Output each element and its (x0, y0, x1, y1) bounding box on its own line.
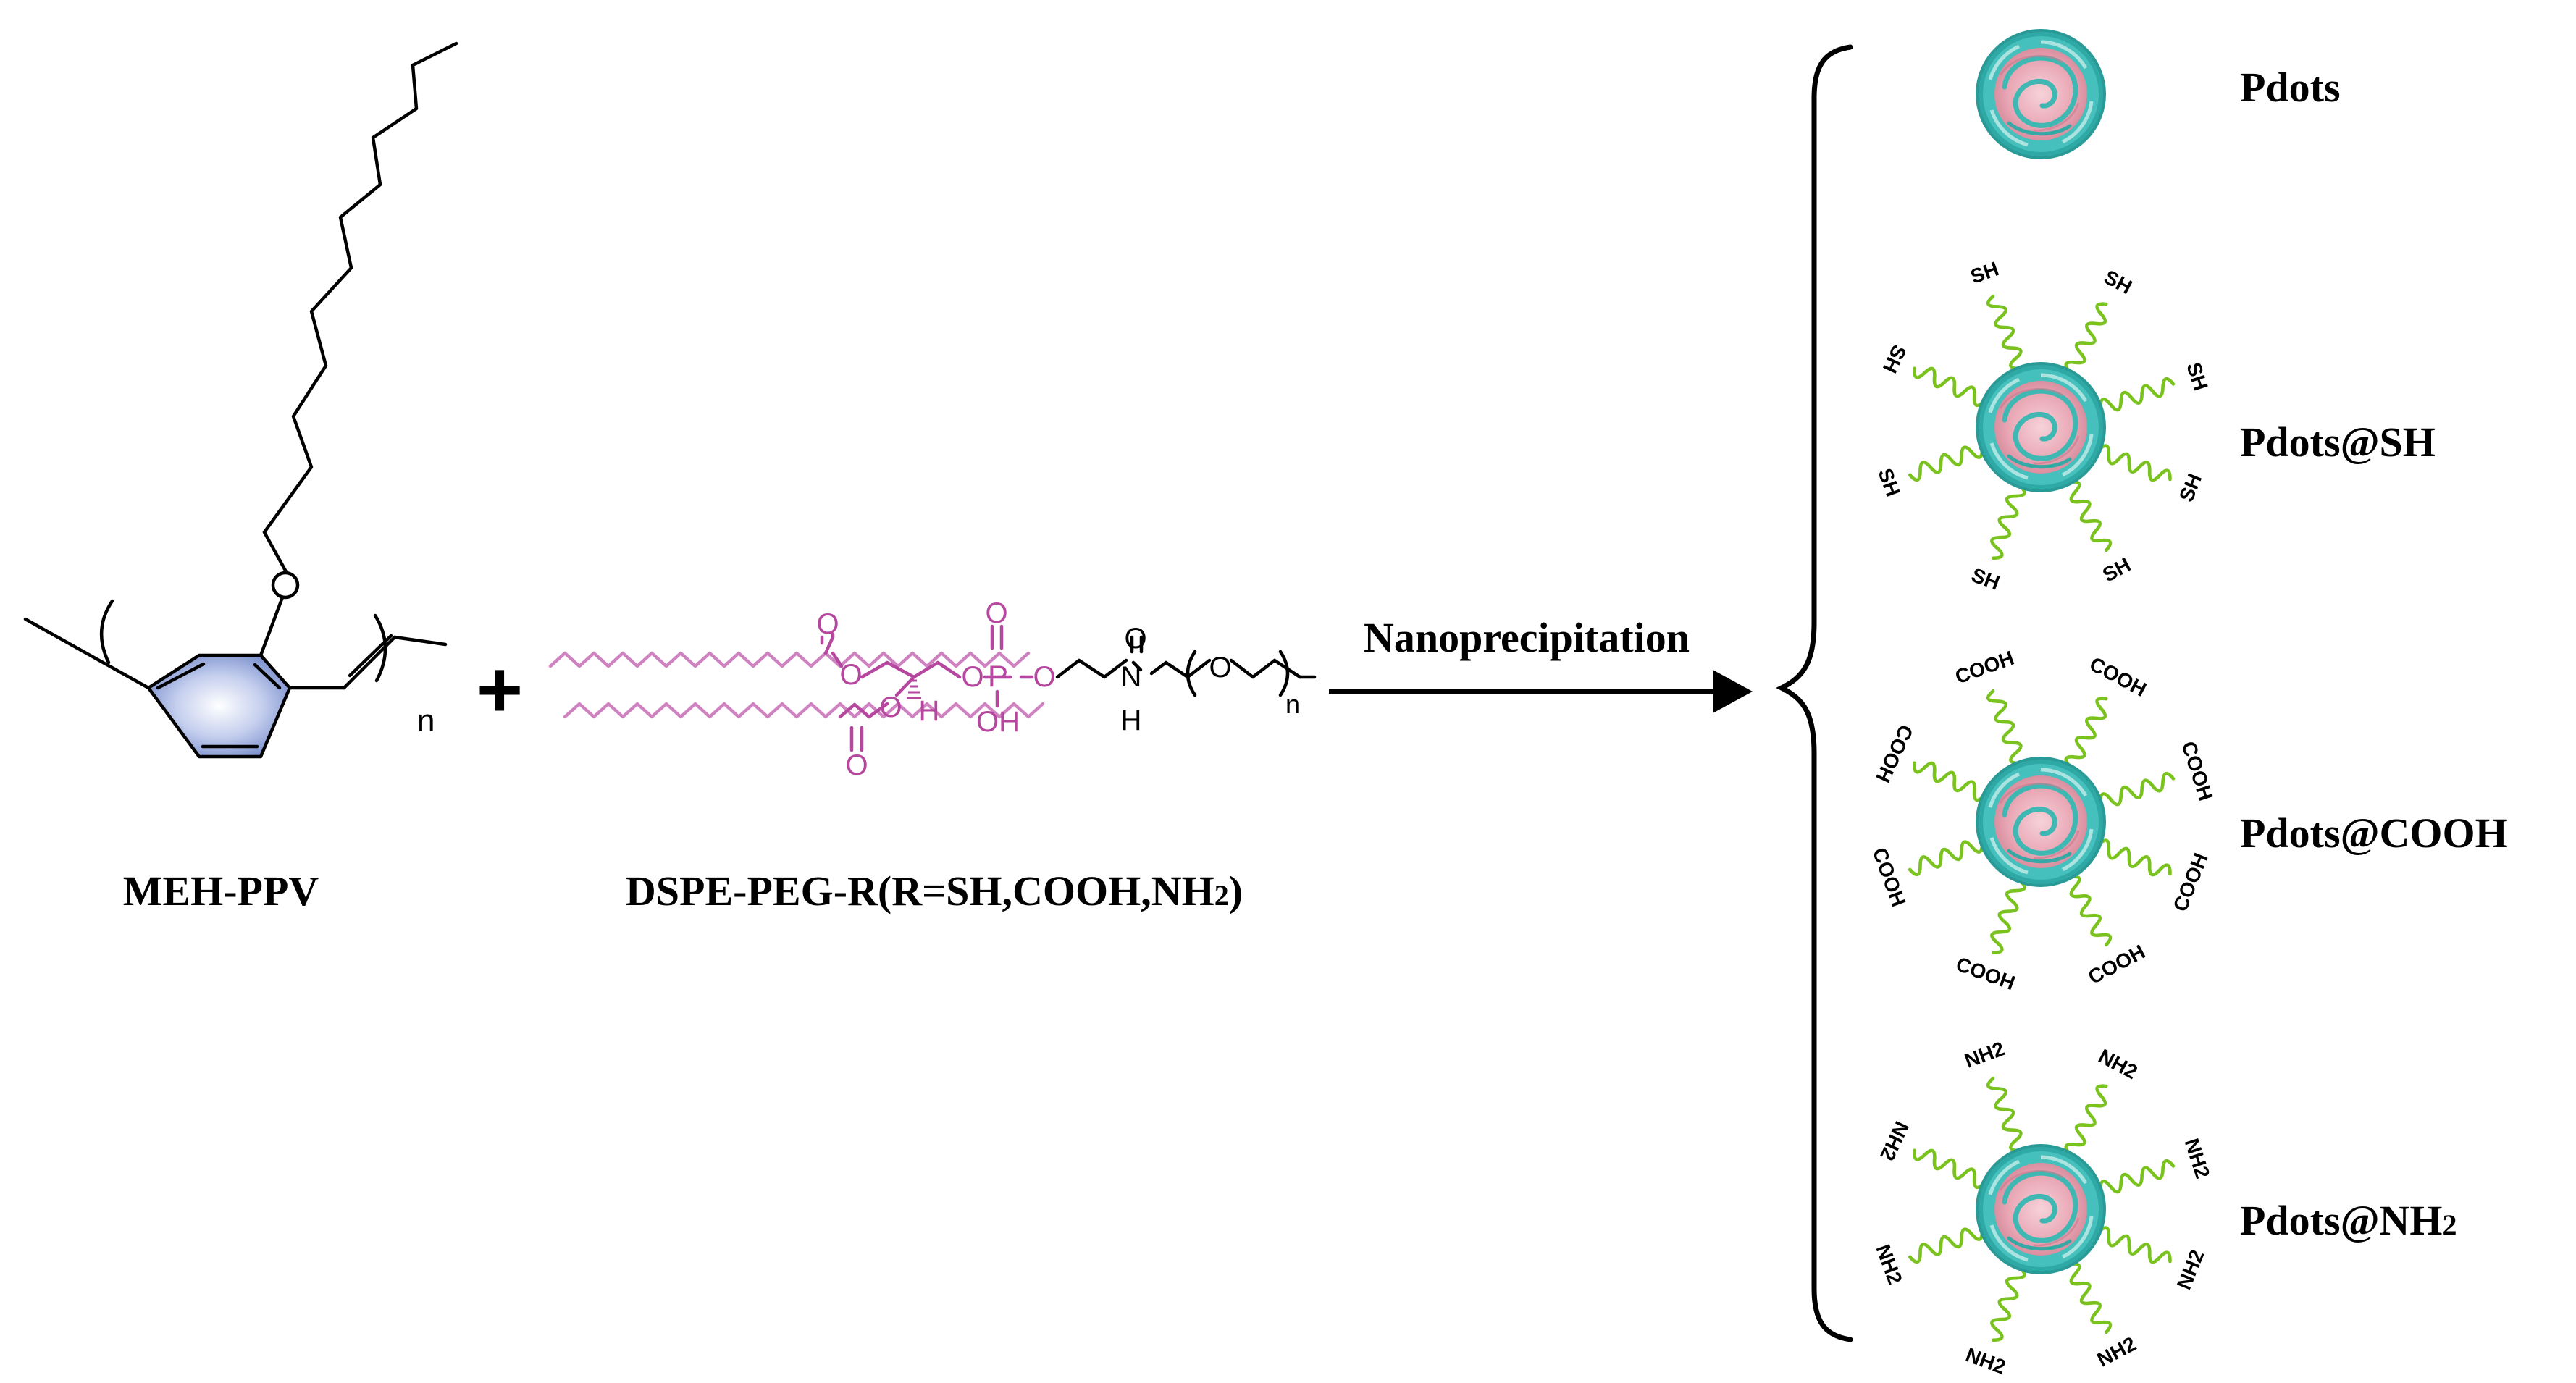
stereo-hydrogen: H (919, 695, 940, 727)
peg-ligand-chain-icon (1986, 1076, 2027, 1153)
terminal-group-label: SH (1968, 563, 2002, 594)
peg-ligand-chain-icon (1911, 1143, 1987, 1189)
pdot-cooh: COOH COOH COOH COOH COOH COOH COOH COOH (1868, 647, 2218, 995)
peg-ligand-chain-icon (1986, 294, 2027, 371)
peg-ligand-chain-icon (1908, 1224, 1985, 1264)
peg-ligand-chain-icon (2098, 377, 2176, 415)
peg-ligand-chain-icon (1911, 756, 1987, 802)
peg-ligand-chain-icon (2096, 444, 2173, 487)
peg-ligand-chain-icon (2063, 300, 2113, 376)
peg-ligand-chain-icon (1908, 836, 1985, 877)
amide-nitrogen: N (1121, 661, 1142, 693)
curly-brace-icon (1776, 44, 1853, 1342)
terminal-group-label: COOH (1868, 844, 1910, 909)
ester-oxygen-upper: O (839, 659, 862, 691)
phosphate-oxygen-left: O (961, 661, 983, 693)
benzene-ring-icon (146, 653, 292, 759)
peg-ligand-chain-icon (1908, 442, 1985, 482)
polymer-dot-icon (1977, 758, 2105, 886)
fatty-acid-chain-lower (563, 702, 1045, 719)
terminal-group-label: COOH (2084, 940, 2149, 988)
pdot-bare (1977, 30, 2105, 158)
carbonyl-oxygen-upper: O (816, 608, 839, 640)
terminal-group-label: NH2 (2173, 1247, 2209, 1293)
terminal-group-label: SH (1874, 466, 1904, 500)
peg-ligand-chain-icon (2063, 1261, 2113, 1336)
carbonyl-oxygen-lower: O (845, 749, 868, 781)
polymer-subscript-n: n (417, 703, 435, 739)
peg-ligand-chain-icon (1986, 689, 2027, 766)
amide-oxygen: O (1124, 623, 1146, 655)
fatty-acid-chain-upper (548, 651, 1031, 668)
product-label-pdots-nh2: Pdots@NH2 (2240, 1197, 2457, 1244)
peg-ligand-chain-icon (1986, 1265, 2027, 1342)
reaction-arrow-icon (1329, 670, 1753, 713)
arrow-label: Nanoprecipitation (1364, 614, 1690, 661)
peg-ligand-chain-icon (2096, 838, 2173, 881)
product-label-pdots-sh: Pdots@SH (2240, 419, 2436, 466)
terminal-group-label: COOH (1953, 953, 2018, 995)
polymer-dot-icon (1977, 30, 2105, 158)
peg-ligand-chain-icon (1911, 361, 1987, 407)
peg-ligand-chain-icon (2063, 479, 2113, 554)
product-label-pdots-cooh: Pdots@COOH (2240, 810, 2508, 857)
phosphate-hydroxyl: OH (976, 706, 1020, 738)
meh-ppv-label: MEH-PPV (123, 867, 319, 915)
peg-ligand-chain-icon (1986, 483, 2027, 560)
terminal-group-label: NH2 (2094, 1332, 2140, 1371)
terminal-group-label: SH (2175, 471, 2206, 505)
peg-repeat-n: n (1285, 689, 1300, 719)
terminal-group-label: COOH (2169, 850, 2212, 915)
terminal-group-label: NH2 (2181, 1135, 2215, 1181)
terminal-group-label: SH (1879, 342, 1911, 377)
meh-ppv-structure: O n MEH-PPV (23, 41, 458, 915)
dspe-peg-structure: O O O O H O P O OH O (548, 597, 1317, 915)
peg-oxygen: O (1209, 652, 1231, 684)
product-label-pdots: Pdots (2240, 64, 2341, 111)
terminal-group-label: SH (2100, 266, 2136, 299)
pdot-sh: SH SH SH SH SH SH SH SH (1874, 257, 2212, 594)
terminal-group-label: SH (1968, 257, 2002, 287)
phosphate-oxygen-right: O (1033, 661, 1055, 693)
polymer-dot-icon (1977, 363, 2105, 491)
polymer-dot-icon (1977, 1146, 2105, 1273)
terminal-group-label: SH (2182, 360, 2212, 394)
terminal-group-label: COOH (2177, 739, 2217, 803)
terminal-group-label: NH2 (1962, 1037, 2007, 1072)
amide-hydrogen: H (1121, 705, 1142, 736)
peg-ligand-chain-icon (1986, 878, 2027, 955)
phosphate-oxygen-top: O (985, 597, 1007, 629)
dspe-peg-label: DSPE-PEG-R(R=SH,COOH,NH2) (626, 867, 1243, 915)
peg-ligand-chain-icon (2063, 873, 2113, 949)
terminal-group-label: SH (2099, 553, 2134, 587)
terminal-group-label: COOH (1952, 647, 2018, 689)
terminal-group-label: NH2 (1871, 1242, 1906, 1287)
terminal-group-label: NH2 (2095, 1045, 2141, 1084)
peg-ligand-chain-icon (2063, 695, 2113, 770)
peg-ligand-chain-icon (2098, 772, 2176, 810)
peg-ligand-chain-icon (2096, 1226, 2173, 1269)
peg-ligand-chain-icon (2098, 1159, 2176, 1197)
terminal-group-label: NH2 (1876, 1118, 1913, 1164)
phosphorus-atom: P (988, 659, 1008, 693)
terminal-group-label: NH2 (1963, 1343, 2008, 1378)
peg-ligand-chain-icon (2063, 1083, 2113, 1158)
terminal-group-label: COOH (2086, 652, 2150, 701)
ester-oxygen-lower: O (879, 692, 902, 723)
terminal-group-label: COOH (1871, 721, 1918, 786)
plus-sign: + (477, 645, 523, 734)
